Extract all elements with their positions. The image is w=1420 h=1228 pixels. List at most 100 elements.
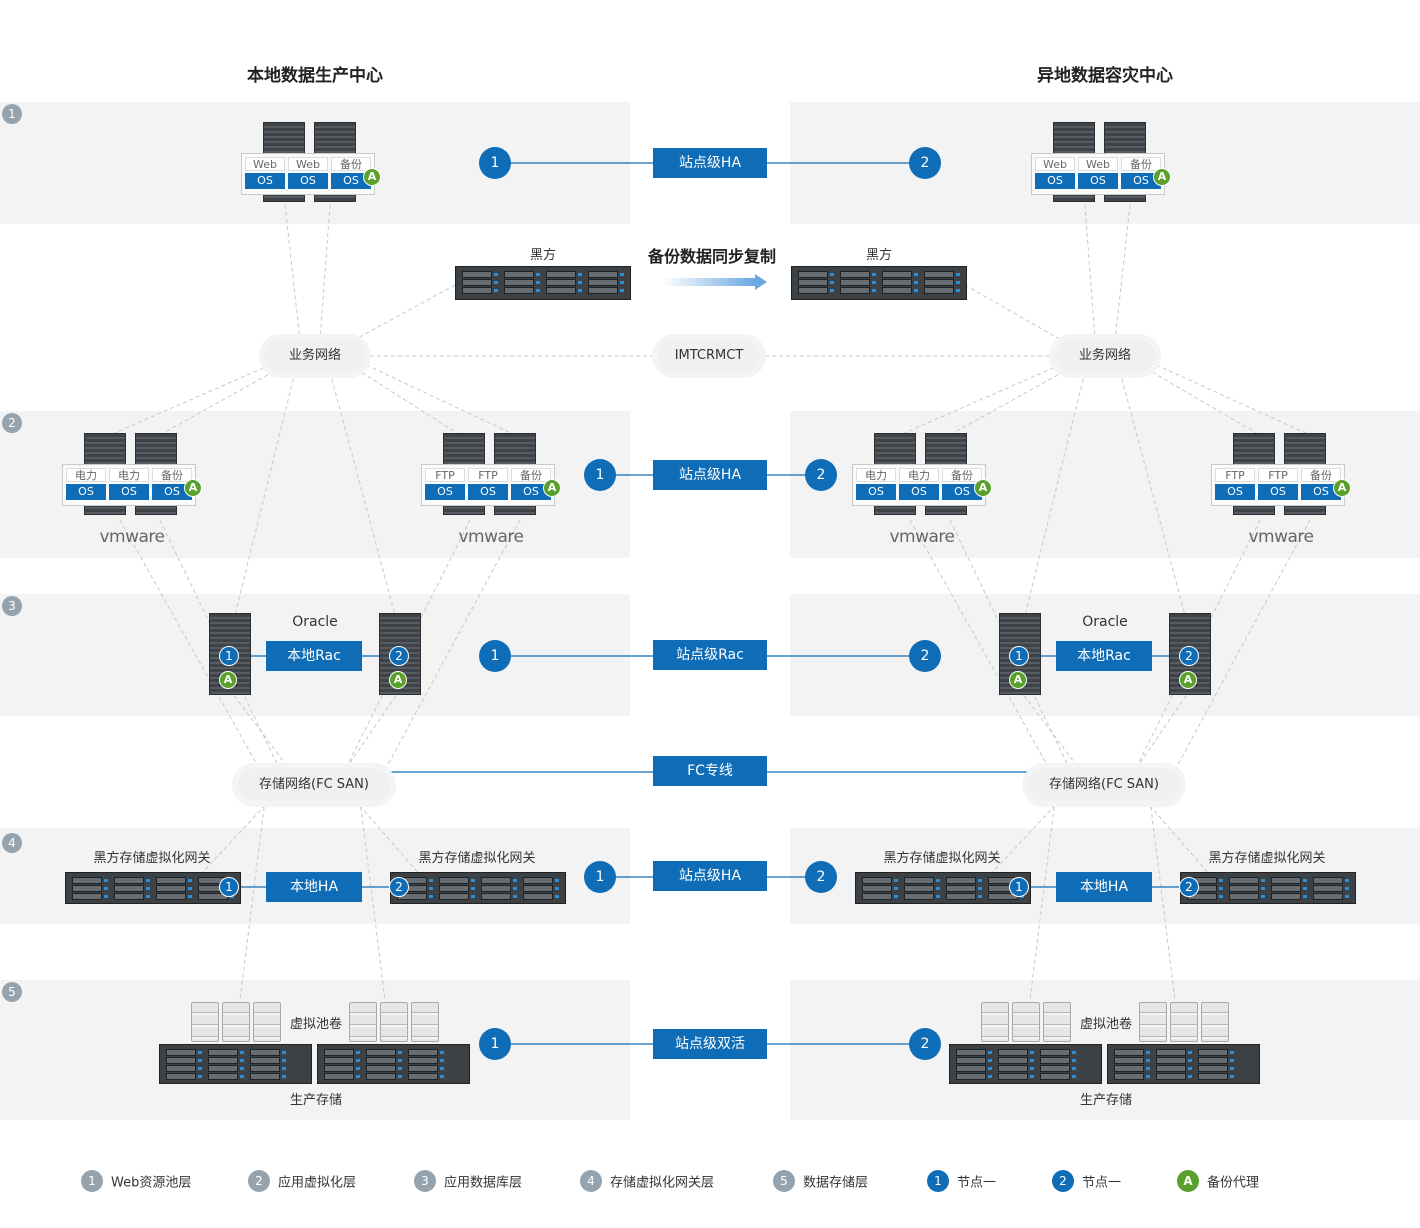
legend-label: 应用虚拟化层 <box>278 1175 357 1191</box>
drive-led <box>1072 1051 1076 1054</box>
drive-bay <box>1040 1073 1070 1080</box>
drive-led <box>578 289 582 292</box>
node-2: 2 <box>805 861 837 893</box>
drive-bay <box>546 287 576 294</box>
drive-led <box>1072 1059 1076 1062</box>
business-network-cloud: 业务网络 <box>1055 340 1155 372</box>
drive-bay <box>1040 1065 1070 1072</box>
drive-bay <box>72 885 102 892</box>
drive-led <box>440 1059 444 1062</box>
drive-led <box>555 887 559 890</box>
heifang-appliance <box>791 266 967 300</box>
drive-led <box>513 895 517 898</box>
sync-replication-label: 备份数据同步复制 <box>647 247 776 266</box>
legend-label: Web资源池层 <box>111 1175 192 1191</box>
vm-label: 电力 <box>856 468 896 482</box>
drive-bay <box>1271 877 1301 884</box>
os-label: OS <box>1121 173 1161 189</box>
drive-led <box>198 1075 202 1078</box>
drive-bay <box>1156 1073 1186 1080</box>
drive-led <box>978 887 982 890</box>
virtual-volume-disk <box>981 1002 1009 1042</box>
drive-led <box>240 1067 244 1070</box>
drive-bay <box>1313 885 1343 892</box>
drive-led <box>1261 895 1265 898</box>
drive-led <box>1030 1059 1034 1062</box>
os-label: OS <box>425 484 465 500</box>
drive-led <box>956 273 960 276</box>
drive-bay <box>114 877 144 884</box>
drive-led <box>956 289 960 292</box>
drive-bay <box>1198 1073 1228 1080</box>
drive-led <box>872 289 876 292</box>
vm-label: Web <box>1078 157 1118 171</box>
vm-label: 备份 <box>152 468 192 482</box>
vm-label: Web <box>245 157 285 171</box>
node-1: 1 <box>219 877 239 897</box>
drive-bay <box>1313 893 1343 900</box>
site-ha-link: 站点级HA <box>653 861 767 891</box>
drive-led <box>494 289 498 292</box>
drive-bay <box>250 1049 280 1056</box>
drive-bay <box>408 1073 438 1080</box>
drive-led <box>830 281 834 284</box>
drive-led <box>620 273 624 276</box>
drive-bay <box>904 877 934 884</box>
backup-agent-icon: A <box>1177 1170 1199 1192</box>
row-number-2: 2 <box>2 413 22 433</box>
drive-bay <box>956 1065 986 1072</box>
drive-led <box>429 887 433 890</box>
drive-bay <box>324 1049 354 1056</box>
drive-bay <box>439 893 469 900</box>
drive-bay <box>208 1049 238 1056</box>
drive-led <box>1345 887 1349 890</box>
drive-bay <box>324 1065 354 1072</box>
drive-led <box>240 1075 244 1078</box>
drive-led <box>429 895 433 898</box>
drive-led <box>620 289 624 292</box>
row-number-3: 3 <box>2 596 22 616</box>
os-label: OS <box>1258 484 1298 500</box>
drive-led <box>914 281 918 284</box>
backup-agent-icon: A <box>1153 168 1171 186</box>
drive-led <box>198 1051 202 1054</box>
drive-bay <box>366 1065 396 1072</box>
drive-led <box>1230 1051 1234 1054</box>
drive-bay <box>250 1057 280 1064</box>
drive-led <box>536 273 540 276</box>
sync-arrow-head <box>755 274 767 290</box>
drive-bay <box>924 279 954 286</box>
drive-bay <box>1198 1065 1228 1072</box>
os-label: OS <box>331 173 371 189</box>
drive-led <box>1303 895 1307 898</box>
drive-bay <box>250 1065 280 1072</box>
drive-led <box>356 1051 360 1054</box>
node-1: 1 <box>479 147 511 179</box>
production-storage-array <box>1107 1044 1260 1084</box>
node-2: 2 <box>389 877 409 897</box>
os-label: OS <box>152 484 192 500</box>
drive-led <box>555 879 559 882</box>
drive-led <box>1030 1051 1034 1054</box>
virtual-volume-disk <box>191 1002 219 1042</box>
drive-bay <box>481 885 511 892</box>
drive-bay <box>208 1065 238 1072</box>
virtual-volume-disk <box>1139 1002 1167 1042</box>
drive-led <box>894 887 898 890</box>
drive-bay <box>882 287 912 294</box>
drive-led <box>1219 879 1223 882</box>
drive-led <box>1188 1075 1192 1078</box>
drive-led <box>1146 1059 1150 1062</box>
drive-bay <box>946 885 976 892</box>
drive-led <box>1219 887 1223 890</box>
drive-bay <box>408 1057 438 1064</box>
drive-bay <box>462 271 492 278</box>
drive-bay <box>1198 1049 1228 1056</box>
